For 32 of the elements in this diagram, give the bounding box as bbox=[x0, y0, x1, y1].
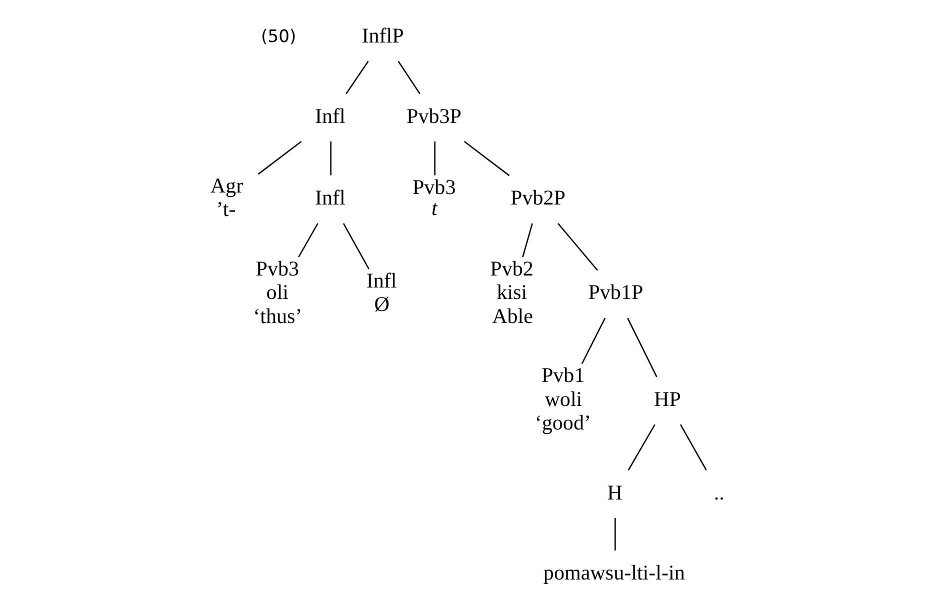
connector bbox=[345, 60, 368, 94]
node-text: Pvb3P bbox=[406, 104, 461, 128]
label: (50) bbox=[260, 26, 296, 47]
node-text: Pvb2P bbox=[510, 185, 566, 210]
connector bbox=[434, 141, 435, 176]
node-text: H bbox=[606, 480, 622, 504]
node-text: Pvb3 oli ‘thus’ bbox=[252, 256, 302, 328]
connector bbox=[342, 223, 369, 270]
node-text: Infl bbox=[314, 185, 345, 210]
connector bbox=[522, 223, 532, 258]
node-text: InflP bbox=[361, 23, 404, 48]
connector bbox=[580, 318, 606, 364]
node-text: Pvb1 woli ‘good’ bbox=[534, 363, 590, 434]
connector bbox=[257, 140, 302, 175]
connector bbox=[626, 318, 657, 378]
node-text: Pvb1P bbox=[588, 280, 643, 304]
node-text: Infl Ø bbox=[366, 268, 396, 316]
node-text: Infl bbox=[314, 104, 345, 128]
connector bbox=[614, 518, 616, 551]
connector bbox=[330, 141, 331, 176]
connector bbox=[627, 424, 655, 470]
connector bbox=[397, 60, 420, 94]
node-text: Pvb3 t bbox=[412, 174, 456, 220]
connector bbox=[557, 223, 598, 271]
node-text: pomawsu-lti-l-in bbox=[542, 560, 684, 585]
connector bbox=[463, 140, 510, 176]
node-text: Agr ’t- bbox=[210, 174, 243, 222]
node-text: Pvb2 kisi Able bbox=[490, 256, 533, 328]
node-text: HP bbox=[654, 386, 680, 411]
connector bbox=[298, 223, 318, 258]
node-text: .. bbox=[713, 480, 724, 504]
connector bbox=[679, 424, 706, 470]
